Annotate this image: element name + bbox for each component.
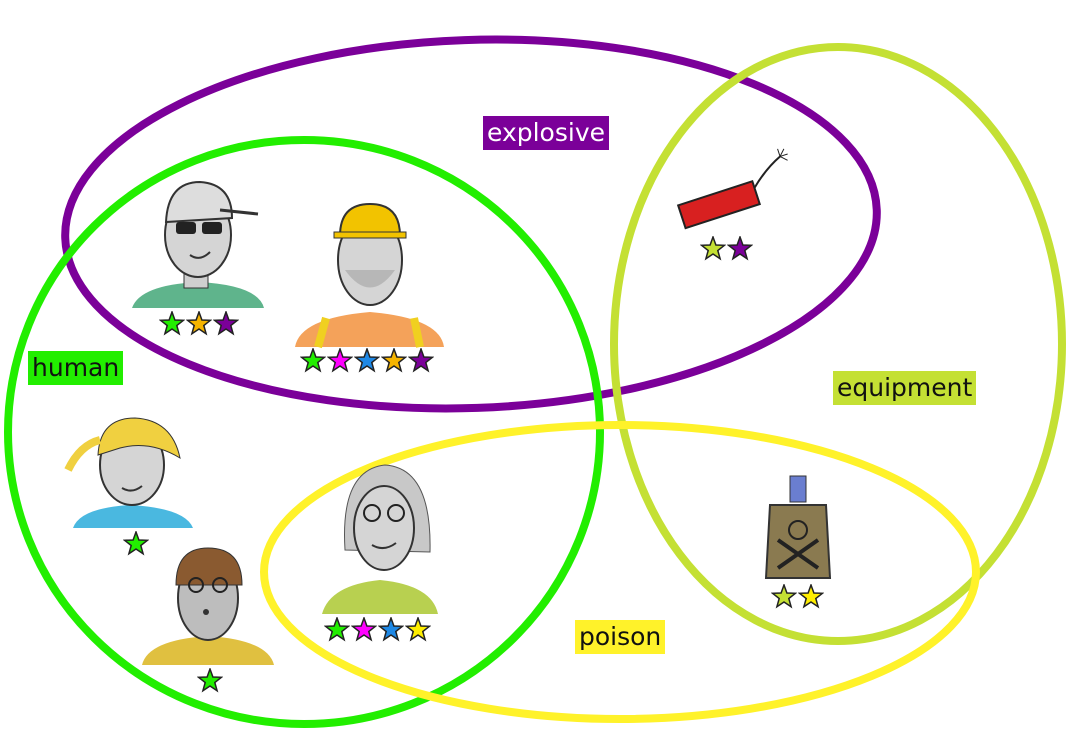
stars-construction-worker xyxy=(300,348,434,373)
star-icon xyxy=(354,348,380,373)
set-equipment-ellipse xyxy=(610,43,1066,645)
stars-poison-bottle xyxy=(771,584,824,609)
star-yellow xyxy=(405,617,431,642)
star-magenta xyxy=(351,617,377,642)
curly-hair-boy-illustration xyxy=(142,547,274,665)
star-icon xyxy=(327,348,353,373)
star-icon xyxy=(300,348,326,373)
poison-bottle-illustration xyxy=(764,475,832,579)
star-green xyxy=(197,668,223,693)
stars-ponytail-girl xyxy=(123,531,149,556)
star-icon xyxy=(700,236,726,261)
ponytail-girl-illustration xyxy=(64,417,193,528)
set-label-poison: poison xyxy=(575,620,666,654)
star-purple xyxy=(727,236,753,261)
star-icon xyxy=(405,617,431,642)
star-magenta xyxy=(327,348,353,373)
star-icon xyxy=(378,617,404,642)
star-icon xyxy=(213,311,239,336)
star-icon xyxy=(186,311,212,336)
star-green xyxy=(159,311,185,336)
grey-haired-woman-illustration xyxy=(322,464,438,614)
star-icon xyxy=(197,668,223,693)
set-label-explosive: explosive xyxy=(483,116,609,150)
star-green xyxy=(123,531,149,556)
set-human-ellipse xyxy=(4,136,604,728)
star-blue xyxy=(354,348,380,373)
cap-sunglasses-man-illustration xyxy=(132,180,264,308)
set-explosive-ellipse xyxy=(61,35,881,413)
star-purple xyxy=(213,311,239,336)
star-lime xyxy=(771,584,797,609)
star-green xyxy=(324,617,350,642)
star-orange xyxy=(186,311,212,336)
star-icon xyxy=(727,236,753,261)
set-label-human: human xyxy=(28,351,124,385)
construction-worker-illustration xyxy=(295,202,444,349)
set-label-equipment: equipment xyxy=(833,371,977,405)
dynamite-illustration xyxy=(676,148,788,230)
star-icon xyxy=(123,531,149,556)
star-purple xyxy=(408,348,434,373)
stars-dynamite xyxy=(700,236,753,261)
star-lime xyxy=(700,236,726,261)
star-icon xyxy=(381,348,407,373)
set-poison-ellipse xyxy=(260,421,980,723)
star-green xyxy=(300,348,326,373)
star-orange xyxy=(381,348,407,373)
star-blue xyxy=(378,617,404,642)
stars-curly-hair-boy xyxy=(197,668,223,693)
star-icon xyxy=(798,584,824,609)
star-icon xyxy=(771,584,797,609)
star-icon xyxy=(408,348,434,373)
star-icon xyxy=(159,311,185,336)
star-icon xyxy=(324,617,350,642)
star-icon xyxy=(351,617,377,642)
stars-grey-haired-woman xyxy=(324,617,431,642)
star-yellow xyxy=(798,584,824,609)
stars-cap-sunglasses-man xyxy=(159,311,239,336)
